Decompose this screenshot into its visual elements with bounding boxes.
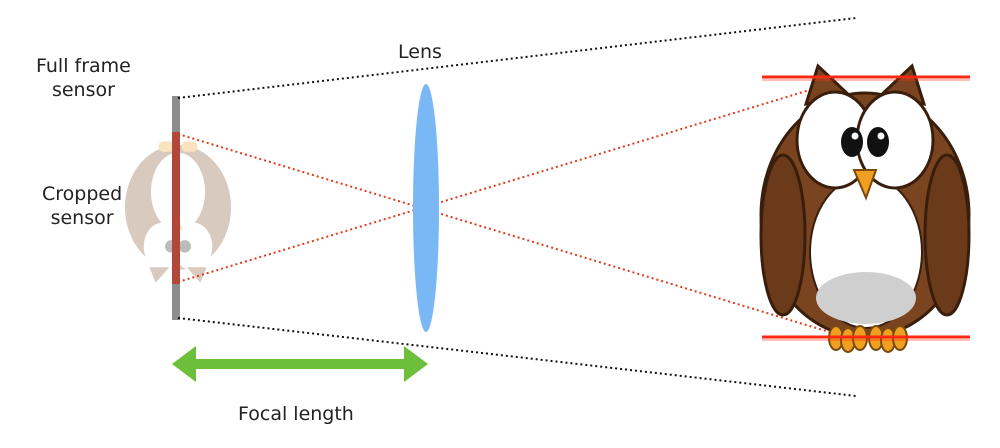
cropped-label-line1: Cropped bbox=[42, 183, 123, 205]
full-frame-label-line2: sensor bbox=[51, 79, 115, 101]
focal-length-arrow bbox=[172, 346, 428, 382]
inverted-owl-icon bbox=[124, 141, 232, 283]
cropped-rays bbox=[177, 81, 837, 335]
focal-length-label: Focal length bbox=[238, 403, 354, 425]
owl-icon bbox=[759, 63, 971, 353]
full-frame-sensor-label: Full frame sensor bbox=[36, 54, 131, 102]
cropped-label-line2: sensor bbox=[50, 207, 114, 229]
cropped-sensor-label: Cropped sensor bbox=[42, 182, 122, 230]
cropped-sensor bbox=[172, 132, 180, 284]
full-frame-rays bbox=[177, 17, 857, 397]
lens-label: Lens bbox=[398, 41, 442, 63]
full-frame-label-line1: Full frame bbox=[36, 55, 131, 77]
lens bbox=[413, 84, 439, 332]
crop-marks bbox=[762, 75, 970, 341]
